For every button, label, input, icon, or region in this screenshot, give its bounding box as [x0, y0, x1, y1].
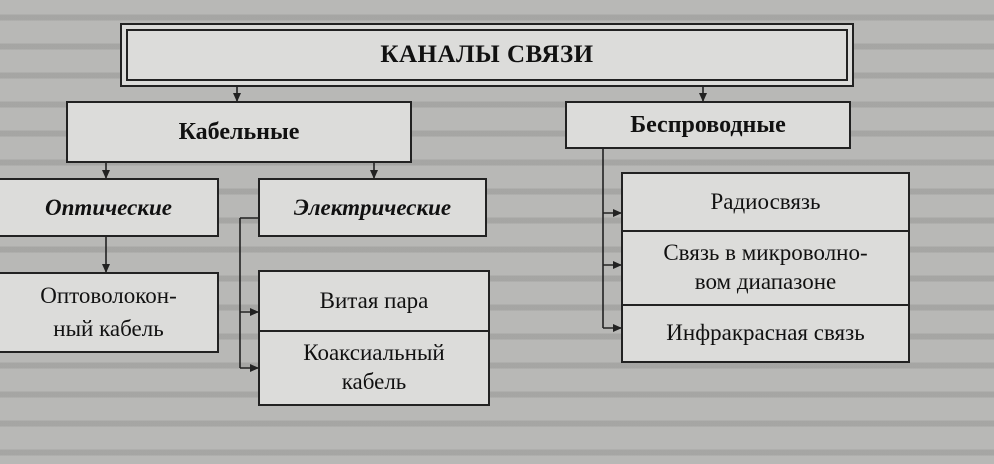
- electrical-node: Электрические: [258, 178, 487, 237]
- twisted-pair-item: Витая пара: [260, 272, 488, 330]
- twisted-pair-label: Витая пара: [319, 287, 429, 313]
- microwave-line-2: вом диапазоне: [694, 269, 837, 294]
- fiber-cable-node: Оптоволокон- ный кабель: [0, 272, 219, 353]
- cable-node: Кабельные: [66, 101, 412, 163]
- radio-label: Радиосвязь: [710, 188, 821, 214]
- coaxial-item: Коаксиальный кабель: [260, 330, 488, 404]
- fiber-line-2: ный кабель: [53, 315, 164, 341]
- wireless-node: Беспроводные: [565, 101, 851, 149]
- microwave-item: Связь в микроволно- вом диапазоне: [623, 230, 908, 304]
- fiber-line-1: Оптоволокон-: [40, 283, 177, 309]
- electrical-types-list: Витая пара Коаксиальный кабель: [258, 270, 490, 406]
- root-node: КАНАЛЫ СВЯЗИ: [120, 23, 854, 87]
- infrared-label: Инфракрасная связь: [666, 320, 865, 346]
- coaxial-line-1: Коаксиальный: [303, 340, 445, 366]
- wireless-types-list: Радиосвязь Связь в микроволно- вом диапа…: [621, 172, 910, 363]
- radio-item: Радиосвязь: [623, 174, 908, 230]
- infrared-item: Инфракрасная связь: [623, 304, 908, 361]
- line-electrical-branch: [239, 217, 258, 368]
- microwave-line-1: Связь в микроволно-: [663, 240, 868, 266]
- optical-node: Оптические: [0, 178, 219, 237]
- root-title: КАНАЛЫ СВЯЗИ: [126, 29, 848, 81]
- coaxial-line-2: кабель: [341, 369, 407, 394]
